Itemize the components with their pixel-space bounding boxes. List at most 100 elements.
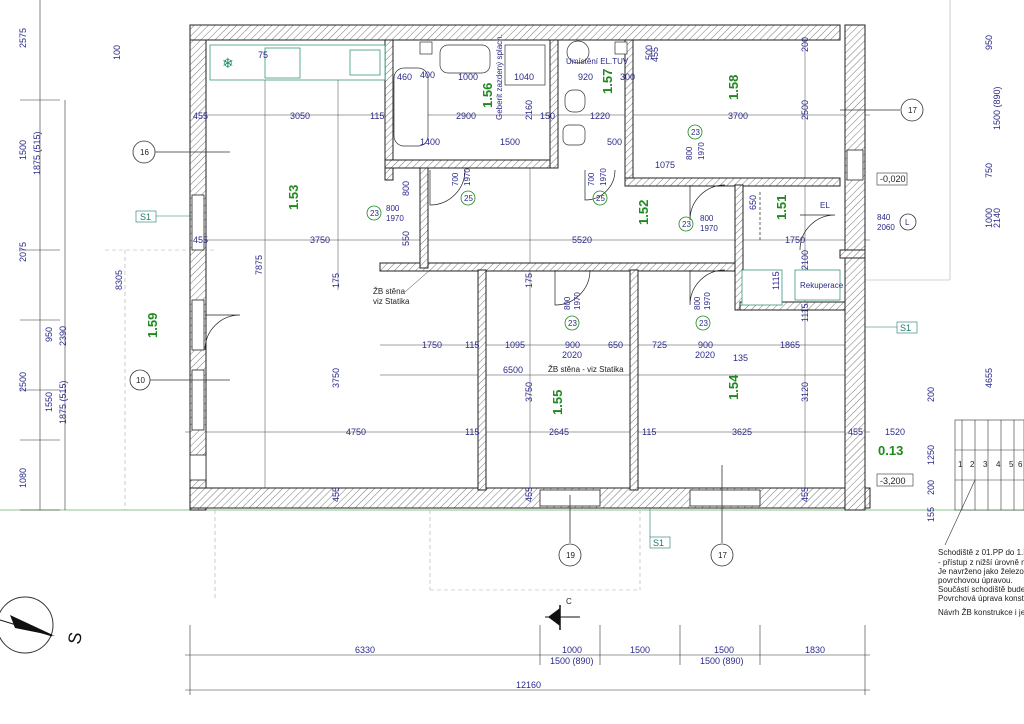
stair-step-number: 2 bbox=[970, 460, 975, 469]
svg-text:1075: 1075 bbox=[655, 160, 675, 170]
wall-note-line2: viz Statika bbox=[373, 297, 410, 306]
svg-text:920: 920 bbox=[578, 72, 593, 82]
svg-text:1500 (890): 1500 (890) bbox=[992, 86, 1002, 130]
svg-text:23: 23 bbox=[699, 319, 708, 328]
toilet bbox=[564, 89, 586, 113]
stair-note: Schodiště z 01.PP do 1.N - přístup z niž… bbox=[938, 548, 1024, 617]
door-tag: 23 800 1970 bbox=[685, 124, 706, 160]
svg-text:3750: 3750 bbox=[524, 382, 534, 402]
svg-text:1970: 1970 bbox=[700, 224, 718, 233]
svg-text:2060: 2060 bbox=[877, 223, 895, 232]
svg-text:460: 460 bbox=[397, 72, 412, 82]
svg-text:2390: 2390 bbox=[58, 326, 68, 346]
svg-text:150: 150 bbox=[540, 111, 555, 121]
staircase bbox=[944, 419, 1024, 546]
svg-text:12160: 12160 bbox=[516, 680, 541, 690]
room-label-1-58: 1.58 bbox=[726, 75, 741, 100]
svg-text:1115: 1115 bbox=[771, 271, 781, 290]
level-label: -3,200 bbox=[880, 476, 906, 486]
svg-text:650: 650 bbox=[748, 195, 758, 210]
section-tag-box bbox=[649, 536, 671, 549]
svg-text:2500: 2500 bbox=[18, 372, 28, 392]
bottom-dimension-lines bbox=[185, 625, 870, 695]
svg-text:1970: 1970 bbox=[599, 168, 608, 186]
svg-text:23: 23 bbox=[691, 128, 700, 137]
svg-text:900: 900 bbox=[698, 340, 713, 350]
svg-text:1875 (515): 1875 (515) bbox=[58, 380, 68, 424]
level-box bbox=[876, 473, 914, 487]
svg-text:115: 115 bbox=[465, 340, 479, 350]
svg-text:7875: 7875 bbox=[254, 255, 264, 275]
svg-text:1500: 1500 bbox=[500, 137, 520, 147]
svg-text:1000: 1000 bbox=[562, 645, 582, 655]
svg-text:800: 800 bbox=[700, 214, 714, 223]
svg-text:300: 300 bbox=[620, 72, 635, 82]
room-label-1-57: 1.57 bbox=[600, 69, 615, 94]
door-tag: 25 700 1970 bbox=[451, 168, 476, 206]
level-label: -0,020 bbox=[880, 174, 906, 184]
axis-label-17: 17 bbox=[908, 106, 917, 115]
svg-text:650: 650 bbox=[608, 340, 623, 350]
svg-text:1875 (515): 1875 (515) bbox=[32, 131, 42, 175]
bathtub bbox=[393, 67, 429, 147]
svg-text:1115: 1115 bbox=[800, 303, 810, 322]
svg-text:950: 950 bbox=[984, 35, 994, 50]
svg-text:3625: 3625 bbox=[732, 427, 752, 437]
compass-label: S bbox=[64, 631, 86, 646]
svg-text:455: 455 bbox=[331, 487, 341, 502]
door-tags: 23 800 1970 25 700 1970 25 700 1970 23 8… bbox=[366, 124, 917, 331]
svg-text:455: 455 bbox=[650, 47, 660, 62]
el-tag: EL bbox=[820, 201, 830, 210]
svg-text:800: 800 bbox=[685, 146, 694, 160]
recuperation-label: Rekuperace bbox=[800, 281, 844, 290]
svg-text:455: 455 bbox=[524, 487, 534, 502]
stair-step-number: 6 bbox=[1018, 460, 1023, 469]
svg-text:950: 950 bbox=[44, 327, 54, 342]
axis-label-10: 10 bbox=[136, 376, 145, 385]
svg-text:455: 455 bbox=[193, 235, 208, 245]
dimension-texts: 3050 2900 1000 1040 920 300 3700 455 115… bbox=[193, 50, 905, 690]
svg-text:Součástí schodiště bude i: Součástí schodiště bude i bbox=[938, 585, 1024, 594]
svg-text:1400: 1400 bbox=[420, 137, 440, 147]
svg-text:L: L bbox=[905, 218, 910, 227]
section-tag: S1 bbox=[653, 538, 664, 548]
svg-text:455: 455 bbox=[800, 487, 810, 502]
svg-text:1750: 1750 bbox=[785, 235, 805, 245]
svg-text:1970: 1970 bbox=[386, 214, 404, 223]
svg-text:800: 800 bbox=[386, 204, 400, 213]
svg-text:3120: 3120 bbox=[800, 382, 810, 402]
axis-label-16: 16 bbox=[140, 148, 149, 157]
svg-text:3750: 3750 bbox=[331, 368, 341, 388]
room-label-1-56: 1.56 bbox=[480, 83, 495, 108]
svg-text:1500: 1500 bbox=[630, 645, 650, 655]
svg-text:750: 750 bbox=[984, 163, 994, 178]
svg-text:8305: 8305 bbox=[114, 270, 124, 290]
door-tag: 23 800 1970 bbox=[693, 292, 712, 331]
svg-text:725: 725 bbox=[652, 340, 667, 350]
svg-text:900: 900 bbox=[565, 340, 580, 350]
section-marker-label: C bbox=[566, 597, 572, 606]
svg-text:2140: 2140 bbox=[992, 208, 1002, 228]
door-tag: 23 800 1970 bbox=[366, 204, 404, 223]
wall-note-2: ŽB stěna - viz Statika bbox=[548, 365, 624, 374]
svg-text:700: 700 bbox=[587, 172, 596, 186]
svg-text:200: 200 bbox=[800, 37, 810, 52]
svg-text:25: 25 bbox=[596, 194, 605, 203]
door-swings bbox=[204, 169, 836, 351]
svg-text:200: 200 bbox=[926, 480, 936, 495]
svg-text:1000: 1000 bbox=[458, 72, 478, 82]
svg-text:4750: 4750 bbox=[346, 427, 366, 437]
svg-text:3700: 3700 bbox=[728, 111, 748, 121]
svg-text:3050: 3050 bbox=[290, 111, 310, 121]
left-dimension-lines bbox=[20, 0, 66, 511]
wall-note-line1: ŽB stěna bbox=[373, 287, 406, 296]
svg-text:2100: 2100 bbox=[800, 250, 810, 270]
svg-text:455: 455 bbox=[193, 111, 208, 121]
svg-text:700: 700 bbox=[451, 172, 460, 186]
vertical-dimension-texts: 2160 800 650 550 175 7875 8305 175 3750 … bbox=[18, 28, 1002, 522]
room-label-1-54: 1.54 bbox=[726, 374, 741, 400]
svg-text:2500: 2500 bbox=[800, 100, 810, 120]
svg-text:800: 800 bbox=[563, 296, 572, 310]
svg-text:5520: 5520 bbox=[572, 235, 592, 245]
svg-text:23: 23 bbox=[370, 209, 379, 218]
